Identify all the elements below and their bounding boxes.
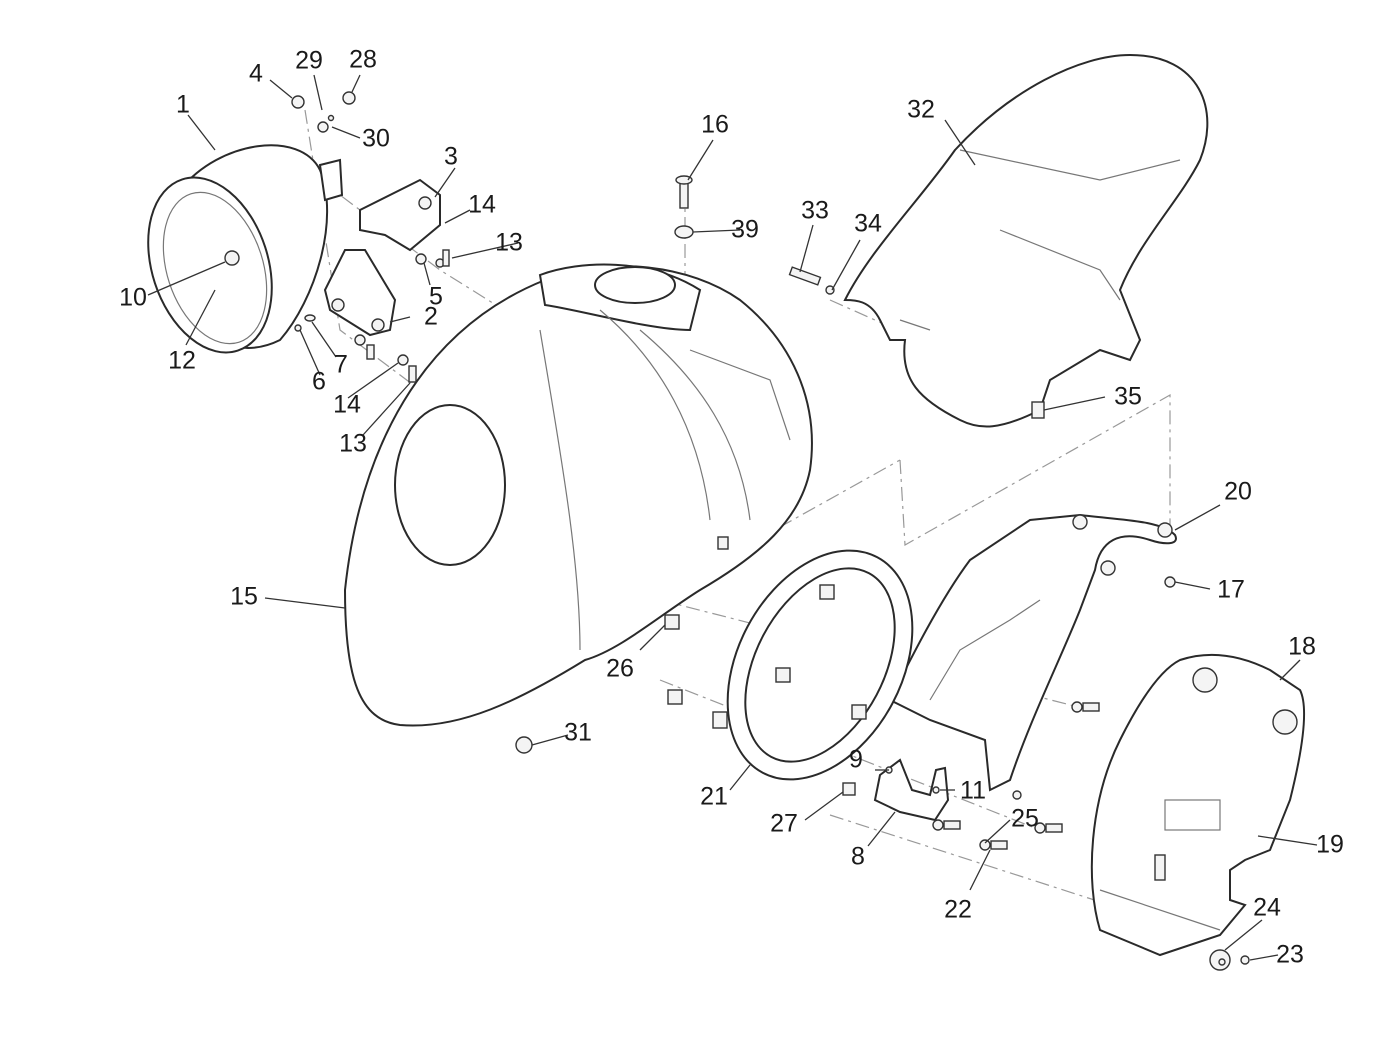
headlamp-ring: [726, 549, 914, 781]
callout-18: 18: [1288, 632, 1316, 661]
callout-13b: 13: [339, 429, 367, 458]
callout-11: 11: [960, 776, 986, 805]
callout-8: 8: [851, 842, 865, 871]
callout-6: 6: [312, 367, 326, 396]
callout-29: 29: [295, 46, 323, 75]
callout-10: 10: [119, 283, 147, 312]
top-screw-and-grommet: [674, 175, 694, 239]
rear-mudguard: [788, 53, 1209, 428]
callout-1: 1: [176, 90, 190, 119]
callout-3: 3: [444, 142, 458, 171]
callout-20: 20: [1224, 477, 1252, 506]
callout-39: 39: [731, 215, 759, 244]
callout-35: 35: [1114, 382, 1142, 411]
headlamp-shell: [147, 144, 344, 354]
callout-24: 24: [1253, 893, 1281, 922]
callout-30: 30: [362, 124, 390, 153]
callout-15: 15: [230, 582, 258, 611]
callout-9: 9: [849, 745, 863, 774]
lower-bracket: [323, 249, 397, 337]
callout-17: 17: [1217, 575, 1245, 604]
callout-16: 16: [701, 110, 729, 139]
callout-13a: 13: [495, 228, 523, 257]
callout-14a: 14: [468, 190, 496, 219]
callout-7: 7: [334, 350, 348, 379]
callout-28: 28: [349, 45, 377, 74]
callout-12: 12: [168, 346, 196, 375]
callout-25: 25: [1011, 804, 1039, 833]
callout-31: 31: [564, 718, 592, 747]
side-screws: [932, 701, 1258, 971]
callout-32: 32: [907, 95, 935, 124]
callout-34: 34: [854, 209, 882, 238]
callout-27: 27: [770, 809, 798, 838]
leader-lines: [147, 74, 1318, 961]
callout-5: 5: [429, 282, 443, 311]
callout-2: 2: [424, 302, 438, 331]
plate-and-bracket: [873, 758, 950, 822]
callout-4: 4: [249, 59, 263, 88]
callout-21: 21: [700, 782, 728, 811]
callout-26: 26: [606, 654, 634, 683]
callout-23: 23: [1276, 940, 1304, 969]
upper-bracket: [359, 178, 441, 252]
headlamp-fasteners: [291, 91, 450, 383]
callout-19: 19: [1316, 830, 1344, 859]
callout-22: 22: [944, 895, 972, 924]
inner-mudguard: [1090, 653, 1306, 957]
callout-33: 33: [801, 196, 829, 225]
support-frame: [888, 513, 1177, 792]
clip-nuts: [515, 536, 856, 796]
front-fender-cover: [343, 263, 813, 727]
callout-14b: 14: [333, 390, 361, 419]
